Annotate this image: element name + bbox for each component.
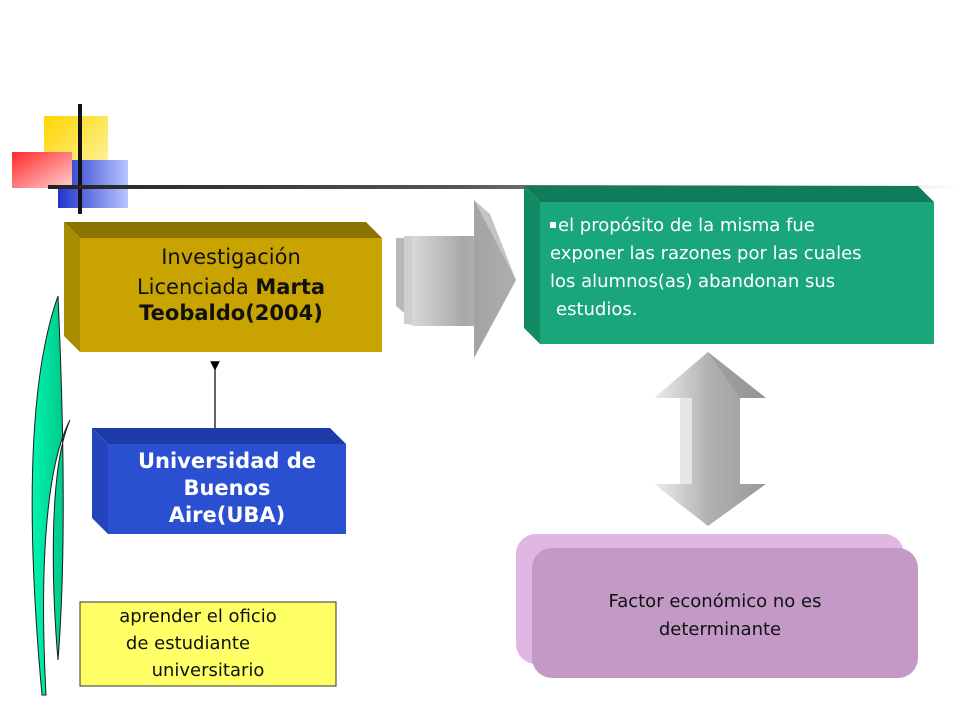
investigacion-title: Investigación — [161, 245, 301, 269]
bullet-icon — [550, 221, 556, 228]
vertical-double-arrow-icon — [654, 352, 766, 526]
right-arrow-icon — [396, 200, 516, 358]
oficio-box — [79, 601, 337, 687]
universidad-box — [92, 428, 346, 534]
decorative-logo-icon — [12, 104, 128, 214]
factor-box — [516, 534, 918, 678]
curved-arc-shape — [31, 295, 71, 696]
universidad-text: Universidad de Buenos Aire(UBA) — [137, 449, 316, 527]
investigacion-author-year: Teobaldo(2004) — [139, 301, 323, 325]
header-rule — [48, 185, 960, 189]
investigacion-text: Investigación Licenciada Marta Teobaldo(… — [80, 242, 382, 324]
investigacion-author: Licenciada Marta — [136, 275, 326, 299]
factor-text: Factor económico no es determinante — [608, 591, 822, 640]
oficio-text: aprender el oficio de estudiante univers… — [119, 606, 277, 681]
proposito-text: el propósito de la misma fue exponer las… — [550, 215, 862, 320]
proposito-box — [524, 186, 934, 344]
investigacion-box — [64, 222, 382, 352]
